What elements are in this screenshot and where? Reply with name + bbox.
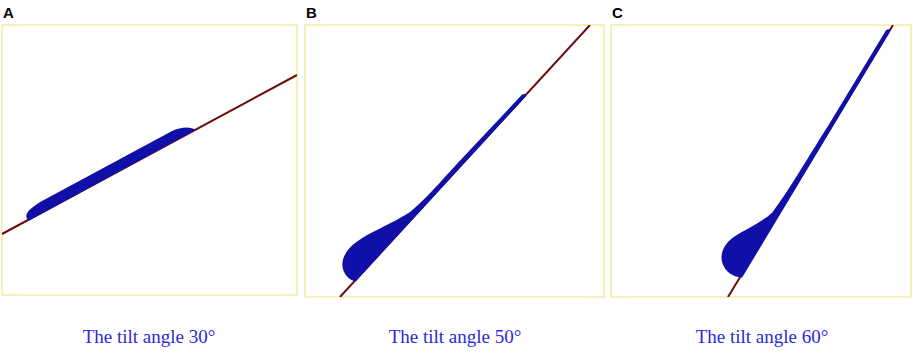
tilted-surface: [2, 75, 297, 234]
panel-letter: B: [306, 5, 317, 20]
panel-caption: The tilt angle 30°: [83, 327, 216, 346]
panel-caption: The tilt angle 50°: [389, 327, 522, 346]
panel-caption: The tilt angle 60°: [696, 327, 829, 346]
panel-frame: [2, 25, 297, 295]
droplet: [334, 77, 526, 283]
droplet: [714, 25, 891, 280]
droplet: [23, 121, 196, 221]
panel-letter: A: [3, 5, 14, 20]
panel-letter: C: [612, 5, 623, 20]
panel-frame: [305, 25, 604, 297]
